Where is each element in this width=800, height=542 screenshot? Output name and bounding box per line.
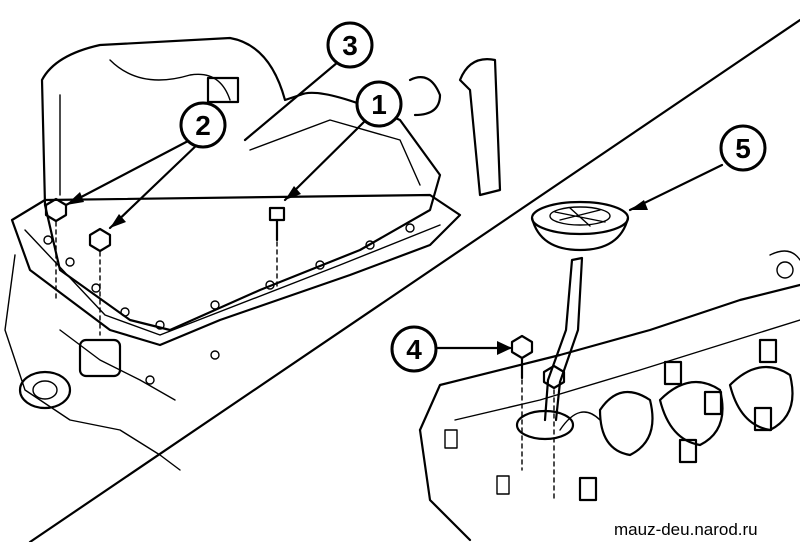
callout-2: 2 bbox=[179, 101, 227, 149]
oil-pan-body bbox=[40, 36, 442, 332]
callout-4: 4 bbox=[390, 325, 438, 373]
pan-bolt-2b bbox=[88, 227, 112, 253]
separator-line bbox=[28, 18, 800, 542]
crank-pulley bbox=[18, 370, 72, 410]
shaft-housing bbox=[78, 338, 122, 378]
pickup-tube bbox=[543, 256, 584, 422]
pan-contour-3 bbox=[249, 119, 421, 186]
pipe-elbow bbox=[408, 76, 442, 117]
crankcase-assembly bbox=[418, 200, 800, 542]
watermark-url: mauz-deu.narod.ru bbox=[614, 520, 758, 539]
pan-bolt-1 bbox=[268, 206, 286, 242]
oil-pan-flange bbox=[10, 193, 462, 347]
callout-3: 3 bbox=[326, 21, 374, 69]
cover-boss bbox=[776, 261, 794, 279]
pan-bolt-2a bbox=[44, 197, 68, 223]
oil-strainer bbox=[530, 200, 630, 252]
flange-holes bbox=[43, 223, 415, 385]
crankshaft bbox=[559, 365, 794, 457]
side-bolt-2 bbox=[496, 475, 510, 495]
coolant-pipe bbox=[458, 58, 502, 197]
callout-3-label: 3 bbox=[342, 30, 358, 61]
leader-lines bbox=[64, 60, 724, 355]
crank-pulley-hub bbox=[32, 380, 58, 400]
crankcase-inner-edge bbox=[454, 319, 800, 421]
callout-2-label: 2 bbox=[195, 110, 211, 141]
callout-5: 5 bbox=[719, 124, 767, 172]
callout-1-label: 1 bbox=[371, 89, 387, 120]
flange-inner-edge bbox=[24, 224, 441, 336]
crankcase-left-edge bbox=[418, 428, 472, 542]
pan-contour-2 bbox=[109, 59, 231, 101]
oil-pan-assembly bbox=[4, 36, 502, 471]
crankcase-top-edge bbox=[418, 283, 800, 432]
callout-1: 1 bbox=[355, 80, 403, 128]
callout-5-label: 5 bbox=[735, 133, 751, 164]
side-bolt bbox=[444, 429, 458, 449]
timing-cover-edge bbox=[769, 250, 800, 261]
drain-plug bbox=[206, 76, 240, 104]
pickup-bolt-4 bbox=[510, 334, 534, 380]
engine-block-left bbox=[4, 254, 181, 471]
bearing-studs bbox=[578, 338, 778, 502]
callout-4-label: 4 bbox=[406, 334, 422, 365]
